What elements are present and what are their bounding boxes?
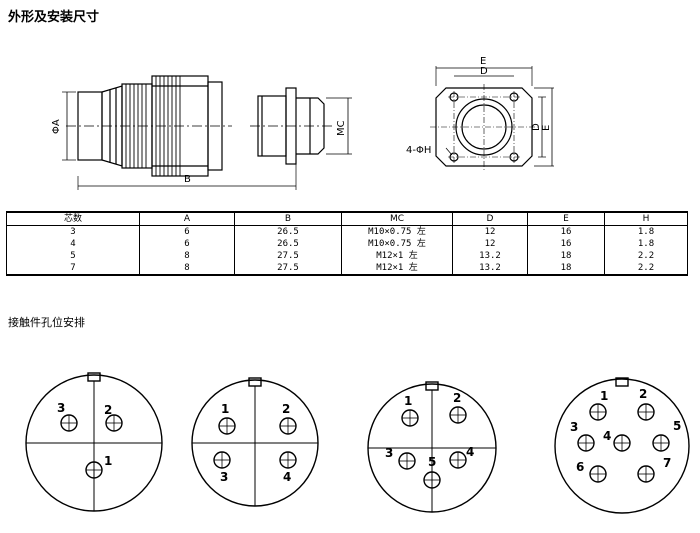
table-cell: 8 [139, 250, 235, 262]
e-label: E [480, 56, 486, 67]
spec-table: 芯数 A B MC D E H 3 6 26.5 M10×0.75 左 12 1… [6, 211, 688, 276]
table-cell: 27.5 [234, 250, 342, 262]
pin-label: 7 [663, 456, 671, 470]
table-cell: M12×1 左 [341, 262, 453, 276]
phi-a-label: ΦA [51, 119, 62, 134]
table-cell: 13.2 [452, 250, 528, 262]
pin-label: 3 [57, 401, 65, 415]
pin-label: 1 [600, 389, 608, 403]
pin-label: 2 [453, 391, 461, 405]
table-cell: M12×1 左 [341, 250, 453, 262]
col-b-header: B [234, 211, 342, 226]
table-cell: 1.8 [604, 225, 688, 238]
b-label: B [184, 174, 191, 185]
pin-label: 4 [466, 445, 474, 459]
table-cell: 16 [527, 225, 605, 238]
contacts-title: 接触件孔位安排 [8, 316, 85, 329]
table-cell: 4 [6, 238, 140, 250]
e-side-label: E [541, 125, 552, 131]
table-cell: 2.2 [604, 262, 688, 276]
table-cell: 18 [527, 262, 605, 276]
table-cell: 3 [6, 225, 140, 238]
table-cell: 26.5 [234, 225, 342, 238]
layout-5-pin [367, 381, 497, 513]
col-mc-header: MC [341, 211, 453, 226]
pin-label: 4 [283, 470, 291, 484]
col-cores-header: 芯数 [6, 211, 140, 226]
mc-label: MC [336, 120, 347, 136]
pin-label: 2 [104, 403, 112, 417]
table-cell: 7 [6, 262, 140, 276]
table-row: 3 6 26.5 M10×0.75 左 12 16 1.8 [6, 225, 688, 238]
table-cell: 6 [139, 238, 235, 250]
pin-label: 3 [385, 446, 393, 460]
table-row: 7 8 27.5 M12×1 左 13.2 18 2.2 [6, 262, 688, 276]
col-a-header: A [139, 211, 235, 226]
d-side-label: D [531, 123, 542, 131]
table-cell: 13.2 [452, 262, 528, 276]
pin-label: 3 [570, 420, 578, 434]
table-cell: 2.2 [604, 250, 688, 262]
pin-label: 1 [404, 394, 412, 408]
table-cell: M10×0.75 左 [341, 238, 453, 250]
layout-7-pin [554, 377, 690, 514]
col-d-header: D [452, 211, 528, 226]
hole-label: 4-ΦH [406, 145, 431, 156]
table-cell: 1.8 [604, 238, 688, 250]
pin-label: 4 [603, 429, 611, 443]
table-cell: 18 [527, 250, 605, 262]
table-row: 4 6 26.5 M10×0.75 左 12 16 1.8 [6, 238, 688, 250]
outline-drawing: ΦA B MC E D D E 4-ΦH [51, 56, 554, 190]
table-cell: 16 [527, 238, 605, 250]
pin-label: 6 [576, 460, 584, 474]
table-cell: M10×0.75 左 [341, 225, 453, 238]
table-cell: 12 [452, 225, 528, 238]
layout-4-pin [191, 377, 319, 507]
col-e-header: E [527, 211, 605, 226]
pin-label: 5 [673, 419, 681, 433]
table-cell: 8 [139, 262, 235, 276]
pin-label: 5 [428, 455, 436, 469]
pin-label: 2 [639, 387, 647, 401]
table-cell: 26.5 [234, 238, 342, 250]
dimensions-title: 外形及安装尺寸 [8, 10, 100, 25]
pin-label: 1 [221, 402, 229, 416]
d-label: D [480, 66, 488, 77]
col-h-header: H [604, 211, 688, 226]
pin-label: 1 [104, 454, 112, 468]
table-cell: 5 [6, 250, 140, 262]
pin-label: 2 [282, 402, 290, 416]
table-cell: 27.5 [234, 262, 342, 276]
layout-3-pin [25, 372, 163, 512]
table-cell: 12 [452, 238, 528, 250]
pin-label: 3 [220, 470, 228, 484]
table-cell: 6 [139, 225, 235, 238]
table-row: 5 8 27.5 M12×1 左 13.2 18 2.2 [6, 250, 688, 262]
